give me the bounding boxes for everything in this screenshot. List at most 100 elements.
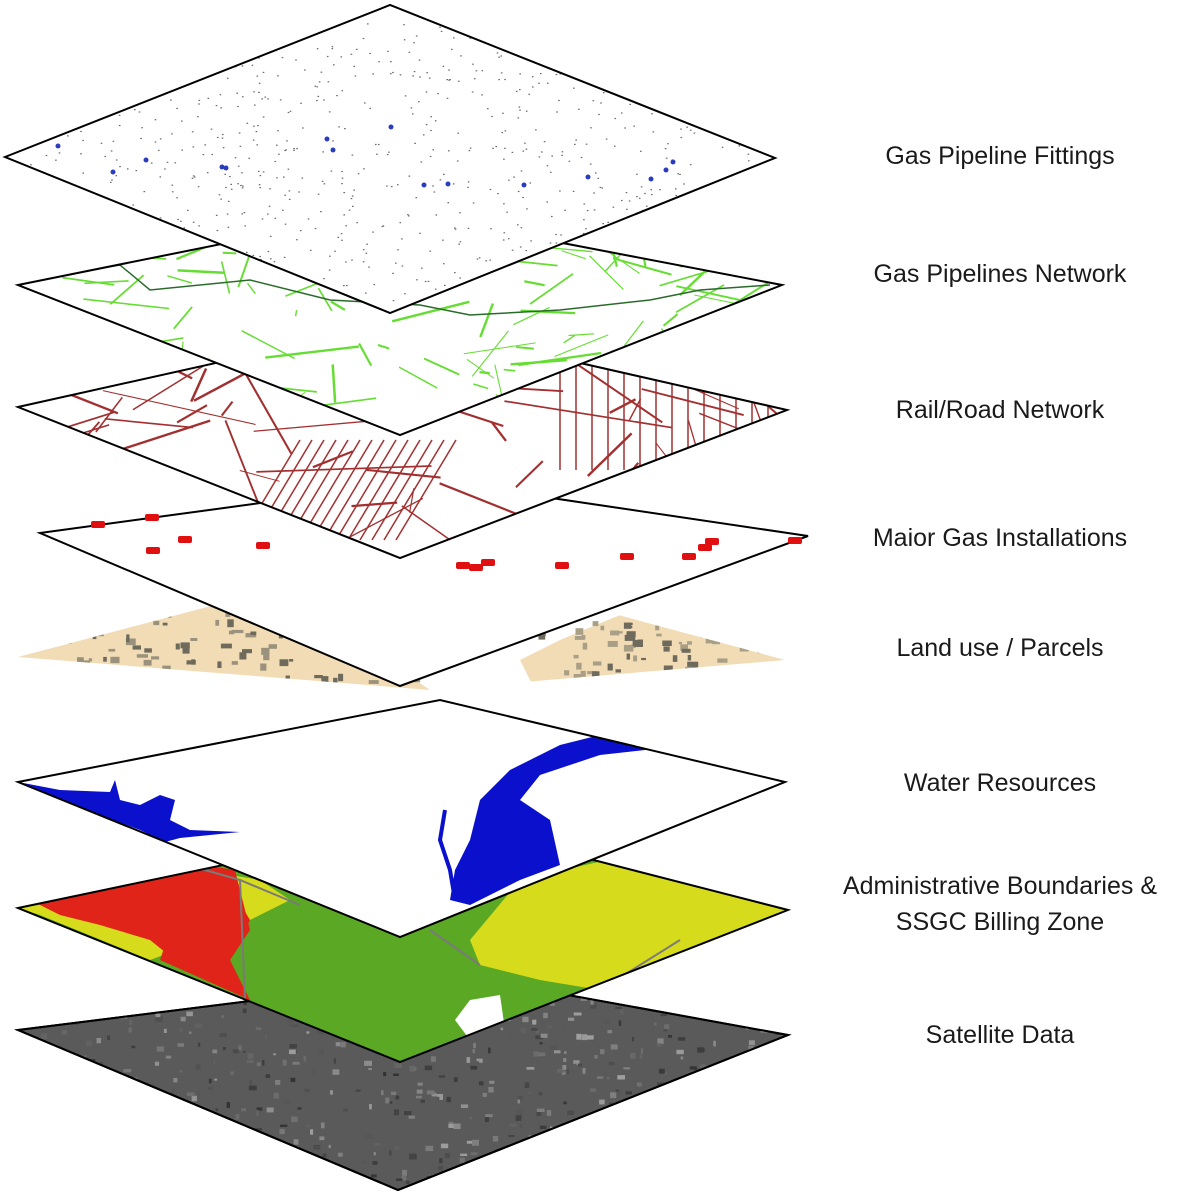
- satellite-pixel: [538, 1052, 546, 1057]
- fitting-point: [585, 174, 591, 180]
- satellite-pixel: [654, 1108, 657, 1112]
- satellite-pixel: [510, 1032, 513, 1039]
- satellite-pixel: [625, 1091, 632, 1095]
- parcel-block: [231, 661, 238, 665]
- fitting-speck: [38, 217, 40, 219]
- satellite-pixel: [373, 1152, 376, 1156]
- fitting-speck: [61, 245, 63, 247]
- fitting-speck: [329, 255, 331, 257]
- fitting-speck: [126, 252, 128, 254]
- satellite-pixel: [706, 1097, 710, 1102]
- fitting-speck: [590, 127, 592, 129]
- fitting-speck: [95, 223, 98, 225]
- fitting-speck: [583, 219, 585, 221]
- satellite-pixel: [482, 1092, 487, 1097]
- satellite-pixel: [640, 1048, 643, 1055]
- fitting-speck: [258, 170, 260, 172]
- fitting-speck: [356, 222, 358, 224]
- satellite-pixel: [163, 1114, 167, 1120]
- satellite-pixel: [206, 1059, 214, 1065]
- installation-marker: [145, 514, 159, 521]
- fitting-speck: [515, 90, 518, 92]
- parcel-block: [727, 672, 732, 677]
- satellite-pixel: [49, 1001, 56, 1005]
- fitting-speck: [459, 241, 462, 243]
- parcel-block: [182, 686, 187, 690]
- fitting-speck: [331, 48, 334, 50]
- fitting-speck: [736, 105, 738, 107]
- fitting-speck: [166, 161, 169, 163]
- satellite-pixel: [746, 1147, 749, 1151]
- fitting-speck: [81, 264, 83, 266]
- satellite-pixel: [280, 1124, 288, 1127]
- parcel-block: [87, 607, 94, 611]
- fitting-speck: [519, 109, 521, 111]
- satellite-pixel: [227, 1181, 231, 1186]
- fitting-speck: [525, 47, 528, 49]
- fitting-speck: [442, 65, 445, 67]
- parcel-block: [626, 653, 630, 660]
- satellite-pixel: [460, 1153, 468, 1156]
- water-body-left: [18, 780, 240, 842]
- satellite-pixel: [255, 1027, 262, 1031]
- parcel-block: [127, 697, 138, 701]
- parcel-block: [175, 643, 180, 650]
- parcel-block: [687, 641, 692, 645]
- fitting-speck: [640, 150, 642, 152]
- satellite-pixel: [526, 1067, 535, 1070]
- satellite-pixel: [81, 989, 86, 992]
- fitting-speck: [410, 107, 413, 109]
- satellite-pixel: [589, 1134, 593, 1139]
- fitting-speck: [435, 214, 438, 216]
- satellite-pixel: [136, 1127, 143, 1133]
- fitting-speck: [736, 213, 739, 215]
- satellite-pixel: [109, 1012, 115, 1015]
- satellite-pixel: [645, 1094, 652, 1099]
- fitting-speck: [427, 280, 430, 282]
- road-line: [515, 460, 544, 488]
- fitting-speck: [524, 142, 526, 144]
- satellite-pixel: [121, 1130, 129, 1134]
- fitting-speck: [304, 69, 306, 71]
- parcel-block: [652, 706, 662, 713]
- fitting-speck: [264, 96, 267, 98]
- satellite-pixel: [226, 1102, 230, 1108]
- parcel-block: [664, 682, 672, 686]
- satellite-pixel: [495, 1158, 500, 1165]
- fitting-speck: [338, 126, 340, 128]
- fitting-speck: [439, 26, 441, 28]
- fitting-speck: [437, 93, 439, 95]
- fitting-speck: [603, 92, 605, 94]
- fitting-speck: [748, 86, 751, 88]
- fitting-speck: [392, 300, 395, 302]
- fitting-point: [55, 143, 61, 149]
- fitting-speck: [229, 176, 231, 178]
- fitting-speck: [659, 189, 661, 191]
- water-plane: [18, 700, 785, 937]
- fitting-speck: [421, 267, 423, 269]
- roads-plane: [18, 322, 787, 558]
- satellite-pixel: [123, 1069, 132, 1073]
- satellite-pixel: [697, 1130, 702, 1135]
- satellite-pixel: [100, 1001, 107, 1006]
- fitting-speck: [714, 27, 717, 29]
- satellite-pixel: [177, 1131, 180, 1135]
- satellite-pixel: [66, 1159, 73, 1165]
- parcel-block: [103, 656, 107, 662]
- installation-markers: [91, 514, 802, 571]
- satellite-pixel: [776, 1065, 780, 1070]
- fitting-speck: [519, 246, 522, 248]
- fitting-speck: [150, 162, 153, 164]
- satellite-pixel: [180, 1016, 186, 1022]
- parcel-block: [175, 684, 181, 690]
- satellite-pixel: [608, 1061, 615, 1066]
- satellite-pixel: [191, 1095, 197, 1102]
- fitting-point: [648, 176, 654, 182]
- satellite-pixel: [761, 1146, 766, 1150]
- satellite-pixel: [775, 992, 780, 996]
- fitting-speck: [279, 99, 282, 101]
- satellite-pixel: [691, 1010, 699, 1017]
- satellite-pixel: [310, 1129, 314, 1135]
- satellite-pixel: [713, 1040, 716, 1047]
